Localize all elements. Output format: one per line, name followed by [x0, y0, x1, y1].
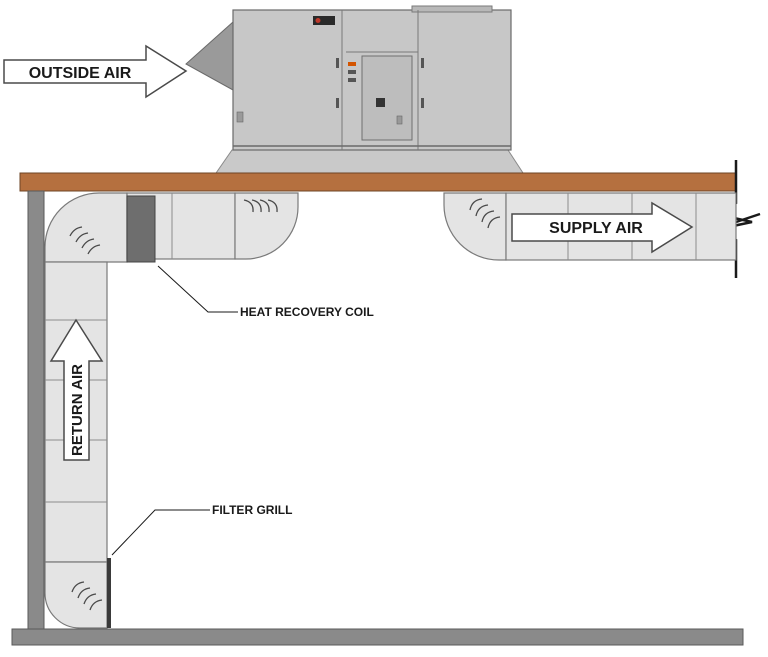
unit-logo-plate [313, 16, 335, 25]
filter-grill [107, 558, 111, 628]
unit-latch-icon [421, 98, 424, 108]
unit-control-display-icon [376, 98, 385, 107]
supply-air-arrow [511, 201, 694, 254]
return-air-label: RETURN AIR [69, 364, 86, 456]
outside-air-label: OUTSIDE AIR [29, 65, 132, 82]
outside-air-arrow [3, 44, 188, 99]
unit-indicator-icon [348, 62, 356, 66]
turning-vanes-icon [69, 226, 101, 255]
left-wall [27, 190, 45, 632]
turning-vanes-icon [71, 581, 103, 611]
unit-latch-icon [336, 98, 339, 108]
unit-indicator-icon [348, 70, 356, 74]
return-air-arrow [49, 318, 104, 461]
unit-handle-icon [396, 115, 403, 125]
duct-break-icon [735, 212, 761, 224]
unit-latch-icon [421, 58, 424, 68]
return-duct-right-elbow [234, 192, 299, 260]
unit-side-latch-icon [236, 111, 244, 123]
return-duct-horizontal [126, 192, 299, 263]
unit-roof-cap [411, 5, 493, 13]
supply-air-label: SUPPLY AIR [549, 220, 643, 237]
heat-recovery-coil-leader [157, 265, 238, 313]
unit-curb [213, 149, 526, 177]
filter-grill-label: FILTER GRILL [212, 503, 292, 517]
turning-vanes-icon [469, 198, 501, 229]
roof-deck [19, 172, 737, 192]
supply-duct-elbow [443, 192, 507, 261]
heat-recovery-coil-label: HEAT RECOVERY COIL [240, 305, 374, 319]
return-duct-bottom-elbow [44, 561, 108, 629]
return-duct-top-elbow [44, 192, 128, 263]
unit-logo-icon [315, 18, 321, 23]
outside-air-hood [185, 20, 234, 91]
heat-recovery-coil [126, 195, 156, 263]
rooftop-unit [185, 5, 526, 177]
unit-access-door [361, 55, 413, 141]
floor [11, 628, 744, 646]
unit-latch-icon [336, 58, 339, 68]
unit-indicator-icon [348, 78, 356, 82]
turning-vanes-icon [243, 199, 278, 213]
filter-grill-leader [111, 509, 210, 556]
